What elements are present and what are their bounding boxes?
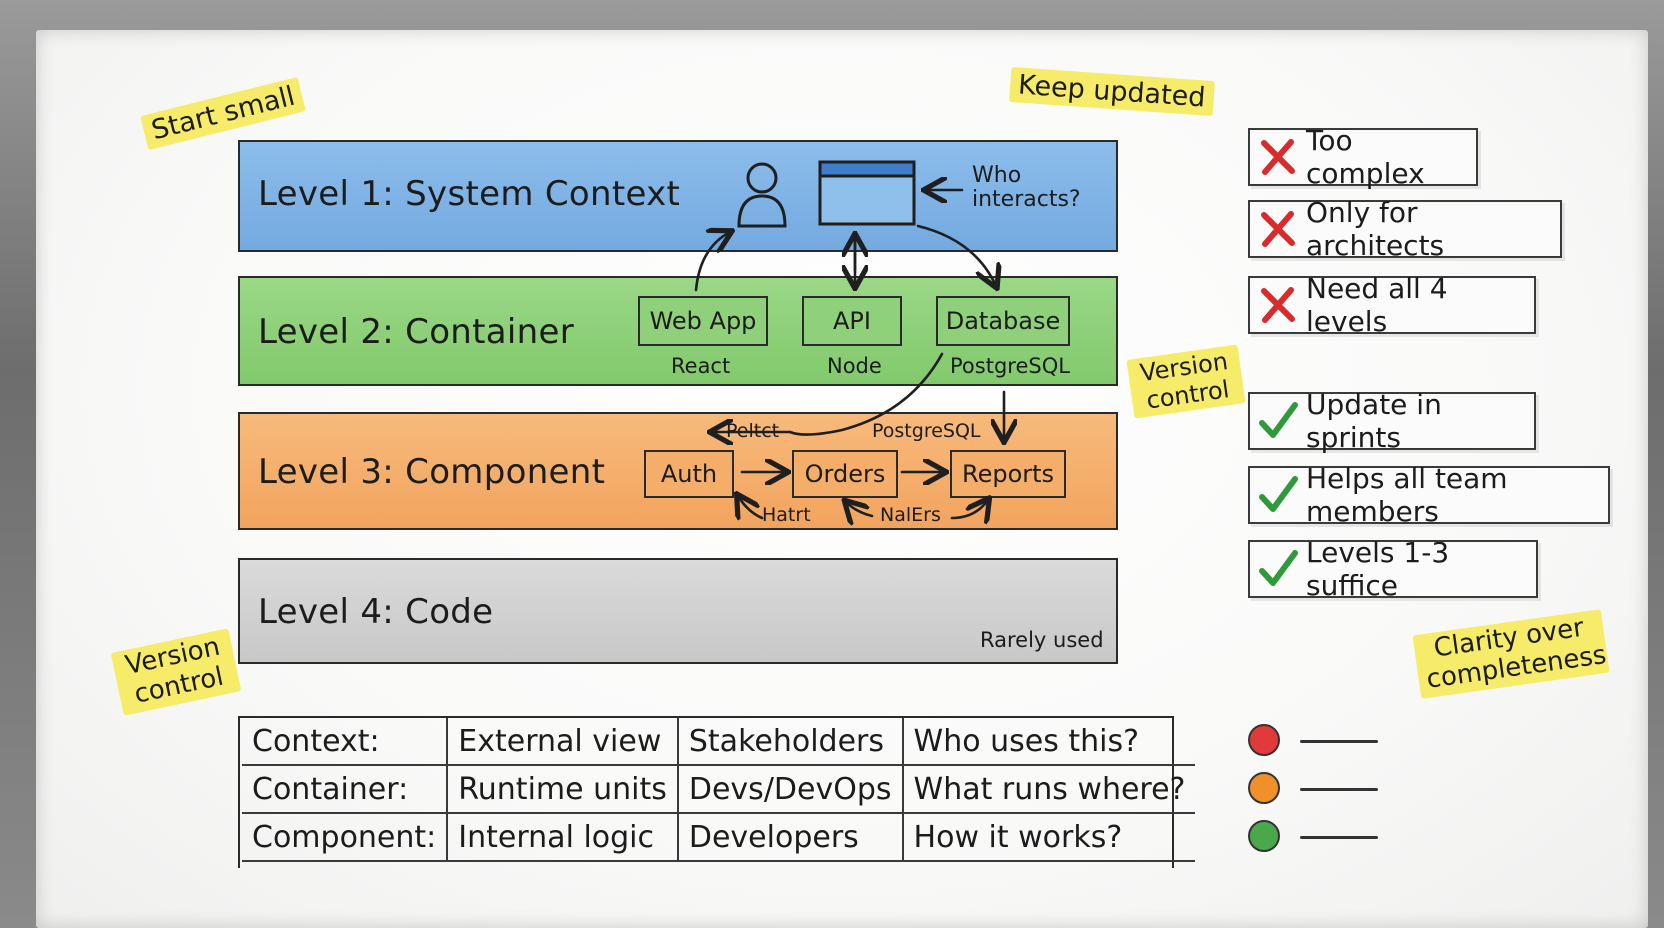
container-web-app-tech: React	[671, 354, 731, 378]
container-web-app: Web App	[638, 296, 768, 346]
table-cell: Internal logic	[447, 813, 679, 862]
table-cell: Container:	[242, 765, 449, 814]
x-mark-icon	[1261, 139, 1295, 175]
x-mark-icon	[1261, 287, 1295, 323]
summary-table: Context: External view Stakeholders Who …	[242, 718, 1196, 862]
table-cell: External view	[447, 718, 679, 766]
table-cell: How it works?	[902, 813, 1196, 862]
table-cell: Runtime units	[447, 765, 679, 814]
table-cell: Component:	[242, 813, 449, 862]
check-mark-icon	[1259, 550, 1298, 586]
table-row: Component: Internal logic Developers How…	[242, 813, 1196, 862]
myth-item-2: Only for architects	[1248, 196, 1562, 262]
level-1-band: Level 1: System Context	[238, 140, 1118, 252]
fact-text: Update in sprints	[1306, 388, 1442, 454]
fact-item-1: Update in sprints	[1248, 388, 1536, 454]
green-status-dot	[1248, 820, 1280, 852]
fact-item-2: Helps all team members	[1248, 462, 1610, 528]
check-mark-icon	[1259, 476, 1298, 512]
system-window-icon	[818, 160, 916, 226]
component-reports: Reports	[950, 450, 1066, 498]
red-status-dot	[1248, 724, 1280, 756]
person-icon	[737, 162, 787, 228]
container-api-tech: Node	[827, 354, 882, 378]
level-3-title: Level 3: Component	[258, 452, 606, 492]
table-cell: Developers	[677, 813, 904, 862]
container-database-tech: PostgreSQL	[950, 354, 1070, 378]
component-label-top-right: PostgreSQL	[872, 420, 981, 442]
level-2-title: Level 2: Container	[258, 312, 574, 352]
fact-text: Helps all team members	[1306, 462, 1508, 528]
table-cell: Devs/DevOps	[677, 765, 904, 814]
table-cell: Who uses this?	[902, 718, 1196, 766]
component-label-bottom-right: NalErs	[880, 504, 941, 526]
table-cell: Context:	[242, 718, 449, 766]
orange-status-dot	[1248, 772, 1280, 804]
table-row: Container: Runtime units Devs/DevOps Wha…	[242, 765, 1196, 814]
component-label-bottom-left: Hatrt	[762, 504, 811, 526]
dash-line	[1300, 740, 1378, 743]
check-mark-icon	[1259, 402, 1298, 438]
fact-text: Levels 1-3 suffice	[1306, 536, 1450, 602]
component-auth: Auth	[644, 450, 734, 498]
dash-line	[1300, 836, 1378, 839]
container-api: API	[802, 296, 902, 346]
level-1-title: Level 1: System Context	[258, 174, 681, 214]
container-database: Database	[936, 296, 1070, 346]
level-4-note: Rarely used	[980, 628, 1104, 652]
who-interacts-label: Who interacts?	[972, 163, 1081, 213]
myth-text: Need all 4 levels	[1306, 272, 1448, 338]
level-4-band: Level 4: Code Rarely used	[238, 558, 1118, 664]
x-mark-icon	[1261, 211, 1295, 247]
table-cell: Stakeholders	[677, 718, 904, 766]
dash-line	[1300, 788, 1378, 791]
myth-text: Only for architects	[1306, 196, 1445, 262]
myth-text: Too complex	[1306, 124, 1425, 190]
fact-item-3: Levels 1-3 suffice	[1248, 536, 1538, 602]
myth-item-3: Need all 4 levels	[1248, 272, 1536, 338]
level-4-title: Level 4: Code	[258, 592, 494, 632]
table-cell: What runs where?	[902, 765, 1196, 814]
table-row: Context: External view Stakeholders Who …	[242, 718, 1196, 766]
myth-item-1: Too complex	[1248, 124, 1478, 190]
